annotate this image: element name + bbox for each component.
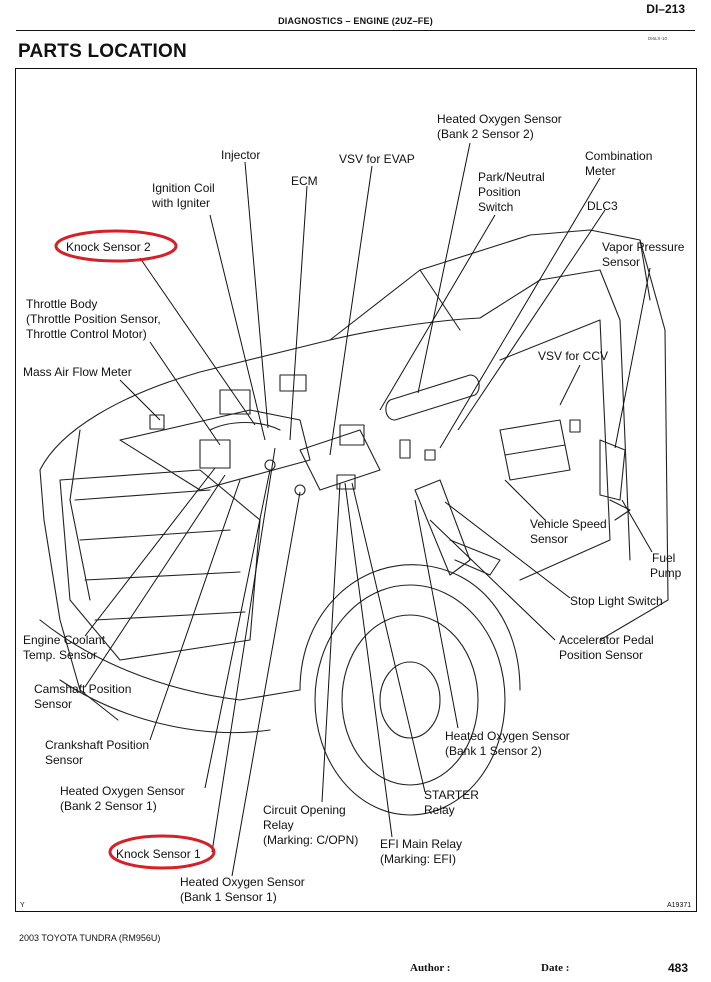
corner-mark: Y (20, 902, 25, 909)
leader-accel (429, 519, 556, 641)
leader-maf (119, 379, 161, 421)
label-circuit-opening-line1: Circuit Opening (263, 803, 346, 817)
label-starter-line1: STARTER (424, 788, 479, 802)
label-knock-sensor-2: Knock Sensor 2 (66, 240, 151, 254)
label-ho2-b2s2-line2: (Bank 2 Sensor 2) (437, 127, 534, 141)
leader-cam (84, 474, 226, 688)
label-vss-line1: Vehicle Speed (530, 517, 607, 531)
label-efi-line1: EFI Main Relay (380, 837, 462, 851)
footer-date: Date : (541, 962, 570, 974)
section-header: DIAGNOSTICS – ENGINE (2UZ–FE) (278, 16, 433, 26)
label-starter-line2: Relay (424, 803, 455, 817)
label-efi-line2: (Marking: EFI) (380, 852, 456, 866)
leader-ho2-b2s2 (417, 142, 471, 394)
document-code: DI6LX-10 (647, 36, 667, 41)
label-crank-line1: Crankshaft Position (45, 738, 149, 752)
highlight-circles (54, 229, 216, 870)
highlight-knock-sensor-1 (108, 834, 216, 870)
figure-code: A19371 (667, 902, 691, 909)
header-rule (16, 30, 695, 31)
leader-circuit-opening (321, 482, 341, 803)
label-vapor-line2: Sensor (602, 255, 640, 269)
label-pn-switch-line3: Switch (478, 200, 513, 214)
label-ho2-b1s1-line2: (Bank 1 Sensor 1) (180, 890, 277, 904)
leader-stop-light (444, 501, 571, 599)
label-ignition-coil-line2: with Igniter (151, 196, 210, 210)
label-accel-line2: Position Sensor (559, 648, 643, 662)
label-throttle-line2: (Throttle Position Sensor, (26, 312, 161, 326)
label-maf: Mass Air Flow Meter (23, 365, 132, 379)
leader-pn-switch (379, 214, 496, 411)
leader-ect (84, 467, 216, 637)
label-ho2-b1s2-line2: (Bank 1 Sensor 2) (445, 744, 542, 758)
page-title: PARTS LOCATION (18, 41, 187, 62)
label-circuit-opening-line2: Relay (263, 818, 294, 832)
leader-vapor (614, 267, 651, 449)
leader-ho2-b1s1 (231, 491, 301, 877)
footer-vehicle: 2003 TOYOTA TUNDRA (RM956U) (19, 933, 161, 943)
leader-knock2 (139, 257, 256, 426)
page-number: 483 (668, 961, 689, 975)
leader-ho2-b2s1 (204, 469, 271, 789)
label-dlc3: DLC3 (587, 199, 618, 213)
highlight-knock-sensor-2 (54, 229, 178, 263)
leader-vss (504, 479, 546, 521)
leader-ecm (289, 185, 308, 441)
label-vsv-ccv: VSV for CCV (538, 349, 608, 363)
label-stop-light: Stop Light Switch (570, 594, 663, 608)
leader-fuel-pump (621, 499, 653, 553)
label-cam-line2: Sensor (34, 697, 72, 711)
leader-knock1 (211, 447, 276, 853)
leader-vsv-evap (329, 165, 373, 456)
label-ignition-coil-line1: Ignition Coil (152, 181, 215, 195)
label-crank-line2: Sensor (45, 753, 83, 767)
label-combination-meter-line2: Meter (585, 164, 616, 178)
leader-vsv-ccv (559, 364, 581, 406)
label-throttle-line3: Throttle Control Motor) (26, 327, 147, 341)
label-ho2-b1s2-line1: Heated Oxygen Sensor (445, 729, 570, 743)
label-fuel-pump-line1: Fuel (652, 551, 675, 565)
label-fuel-pump-line2: Pump (650, 566, 682, 580)
leader-dlc3 (457, 209, 606, 431)
label-pn-switch-line2: Position (478, 185, 521, 199)
label-ho2-b1s1-line1: Heated Oxygen Sensor (180, 875, 305, 889)
leader-crank (149, 479, 241, 741)
footer-author: Author : (410, 962, 451, 974)
label-vss-line2: Sensor (530, 532, 568, 546)
label-knock-sensor-1: Knock Sensor 1 (116, 847, 201, 861)
label-pn-switch-line1: Park/Neutral (478, 170, 545, 184)
leader-throttle (149, 341, 221, 446)
leader-starter (351, 482, 426, 793)
label-throttle-line1: Throttle Body (26, 297, 97, 311)
label-ho2-b2s1-line2: (Bank 2 Sensor 1) (60, 799, 157, 813)
leader-ignition-coil (209, 214, 266, 441)
page-id: DI–213 (646, 2, 685, 16)
label-ecm: ECM (291, 174, 318, 188)
label-vsv-evap: VSV for EVAP (339, 152, 415, 166)
label-ect-line1: Engine Coolant (23, 633, 106, 647)
leader-ho2-b1s2 (414, 499, 459, 729)
leader-efi (344, 482, 393, 838)
label-circuit-opening-line3: (Marking: C/OPN) (263, 833, 358, 847)
label-ho2-b2s2-line1: Heated Oxygen Sensor (437, 112, 562, 126)
diagram-frame (15, 68, 697, 912)
label-ect-line2: Temp. Sensor (23, 648, 97, 662)
leader-injector (244, 161, 269, 429)
label-vapor-line1: Vapor Pressure (602, 240, 685, 254)
label-ho2-b2s1-line1: Heated Oxygen Sensor (60, 784, 185, 798)
part-labels: Heated Oxygen Sensor (Bank 2 Sensor 2) I… (20, 112, 691, 909)
label-accel-line1: Accelerator Pedal (559, 633, 654, 647)
leader-combination-meter (439, 177, 601, 449)
label-cam-line1: Camshaft Position (34, 682, 131, 696)
label-injector: Injector (221, 148, 260, 162)
leader-lines (84, 142, 653, 877)
label-combination-meter-line1: Combination (585, 149, 652, 163)
